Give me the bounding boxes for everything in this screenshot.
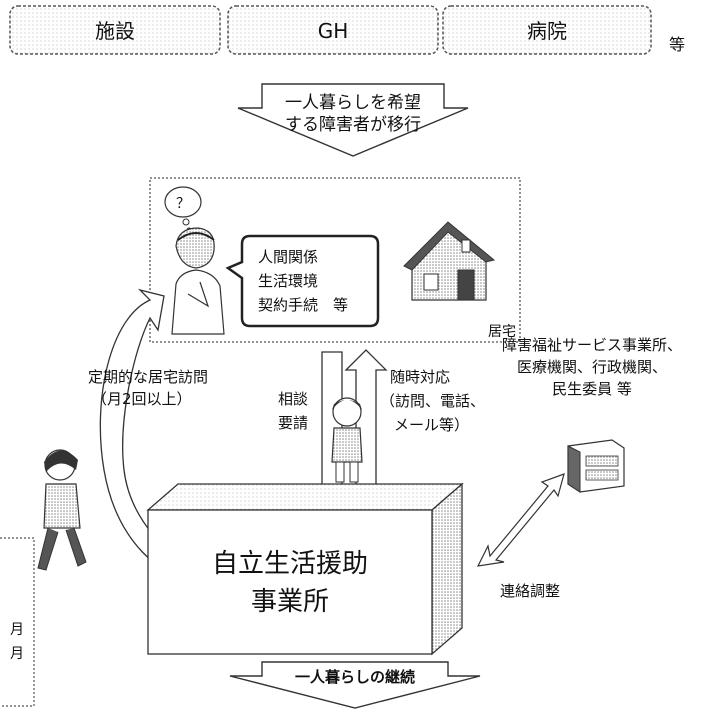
speech-line-2: 生活環境: [258, 272, 318, 290]
ad-hoc-line-1: 随時対応: [390, 368, 450, 386]
office-line-1: 自立生活援助: [212, 549, 368, 579]
origin-box-gh: GH: [227, 5, 439, 55]
continuation-arrow: 一人暮らしの継続: [229, 661, 481, 709]
child-person-icon: [331, 397, 363, 483]
office-line-2: 事業所: [251, 587, 329, 617]
regular-visit-line-1: 定期的な居宅訪問: [88, 368, 208, 386]
consult-line-2: 要請: [278, 414, 308, 432]
ad-hoc-line-2: （訪問、電話、: [380, 392, 485, 410]
regular-visit-line-2: （月2回以上）: [92, 390, 192, 408]
origin-box-facility: 施設: [9, 5, 221, 55]
supporter-person-icon: [37, 449, 87, 571]
origin-label-gh: GH: [318, 19, 349, 43]
side-note-char-1: 月: [10, 622, 24, 638]
worried-person-icon: [171, 227, 225, 335]
origin-label-hospital: 病院: [527, 19, 567, 43]
coordination-label: 連絡調整: [500, 582, 560, 600]
partner-building-icon: [567, 439, 625, 493]
coordination-arrow: [476, 473, 565, 567]
continuation-label: 一人暮らしの継続: [295, 668, 415, 686]
consult-line-1: 相談: [278, 390, 308, 408]
transition-line-1: 一人暮らしを希望: [285, 93, 421, 113]
side-note-char-2: 月: [10, 646, 24, 662]
speech-line-1: 人間関係: [258, 248, 318, 266]
partners-line-3: 民生委員 等: [552, 380, 632, 398]
origin-box-hospital: 病院: [442, 5, 652, 55]
house-icon: [403, 221, 496, 301]
speech-bubble: 人間関係 生活環境 契約手続 等: [225, 234, 380, 328]
origin-label-facility: 施設: [95, 19, 135, 43]
partners-line-2: 医療機関、行政機関、: [517, 358, 667, 376]
transition-arrow: 一人暮らしを希望 する障害者が移行: [237, 83, 469, 157]
speech-line-3: 契約手続 等: [258, 296, 348, 314]
thought-bubble-icon: ？: [164, 186, 202, 233]
partners-line-1: 障害福祉サービス事業所、: [502, 336, 682, 354]
transition-line-2: する障害者が移行: [285, 115, 421, 135]
home-panel: ？ 人間関係 生活環境 契約手続 等 居宅: [149, 177, 521, 343]
office-box: 自立生活援助 事業所: [146, 482, 464, 656]
side-note-box: 月 月: [0, 537, 35, 707]
thought-glyph: ？: [176, 196, 190, 212]
origins-suffix: 等: [669, 35, 685, 54]
home-label: 居宅: [488, 324, 516, 340]
ad-hoc-line-3: メール等）: [394, 416, 469, 434]
